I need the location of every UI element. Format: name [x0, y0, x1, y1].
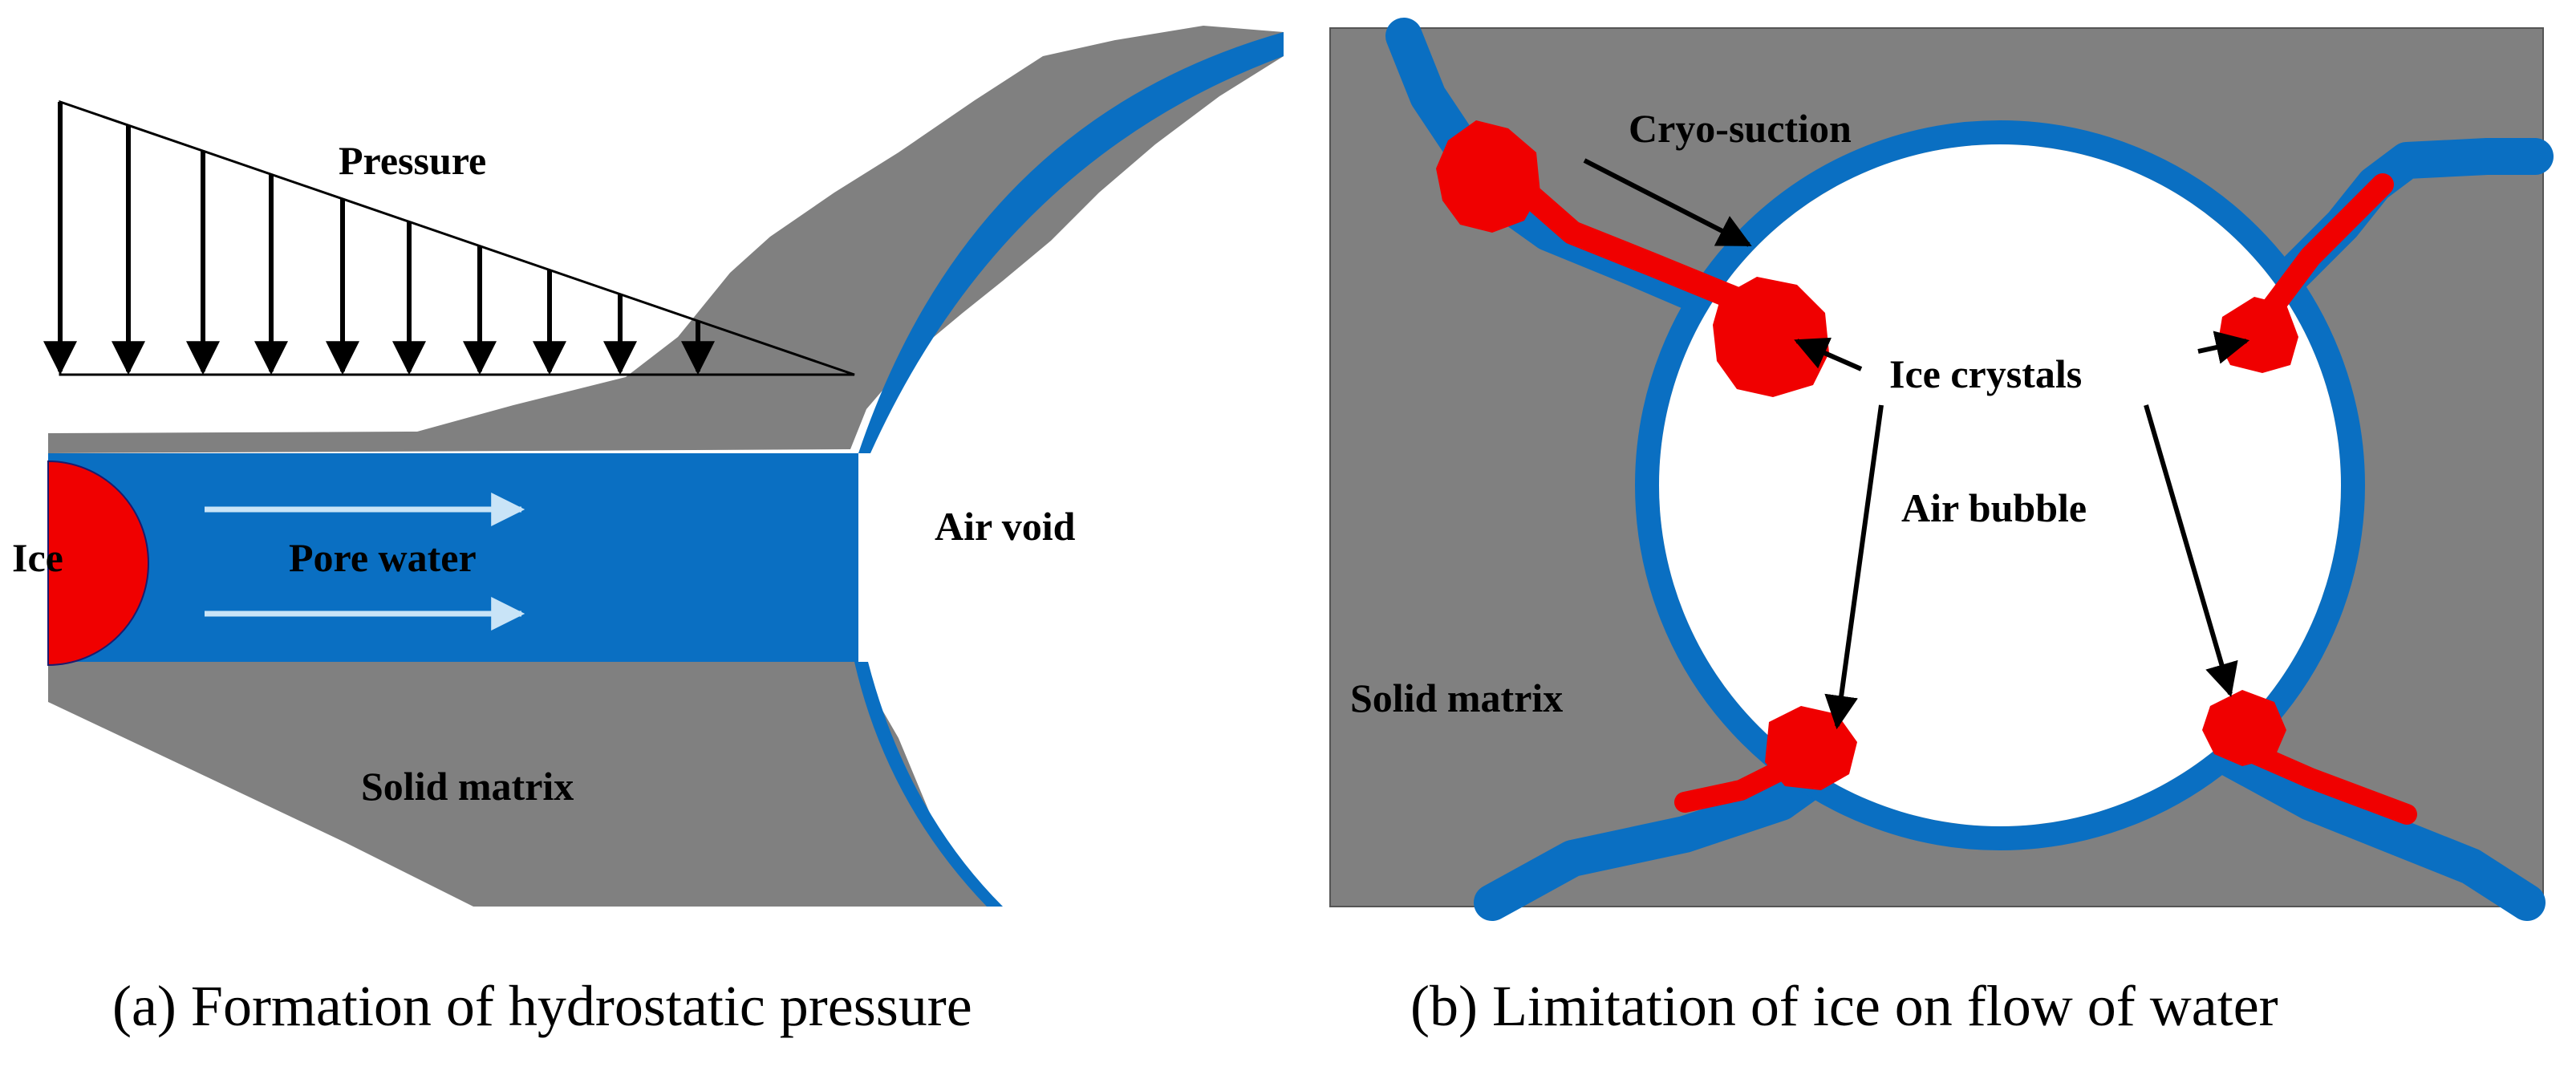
label-pressure: Pressure [339, 138, 486, 183]
upper-solid-matrix [48, 26, 1284, 453]
ice-crystals [1436, 120, 2417, 825]
label-ice-crystals: Ice crystals [1889, 351, 2082, 396]
channel-bottom-right [2204, 736, 2546, 921]
air-void-water-film-lower [854, 662, 1003, 907]
caption-b: (b) Limitation of ice on flow of water [1410, 974, 2278, 1038]
air-bubble [1659, 144, 2341, 826]
label-ice: Ice [12, 535, 63, 580]
cryo-suction-arrow [1583, 158, 1752, 247]
panel-a [43, 26, 1284, 907]
pressure-distribution [43, 99, 855, 376]
pore-water-channel [48, 453, 858, 662]
ice-streak-top-right [2251, 173, 2394, 332]
ice-streak-top-left [1496, 164, 1753, 313]
ice-streak-bottom-right [2236, 740, 2417, 825]
label-pore-water: Pore water [289, 535, 477, 580]
lower-solid-matrix [48, 662, 995, 907]
label-air-void: Air void [935, 504, 1076, 549]
arrow-to-bottom-right-crystal [2144, 404, 2238, 698]
air-bubble-water-ring [1635, 120, 2365, 850]
arrow-to-bottom-left-crystal [1824, 404, 1884, 730]
arrow-to-top-right-crystal [2197, 331, 2250, 364]
ice-crystal-top-left-outer [1436, 120, 1540, 233]
label-solid-matrix-b: Solid matrix [1350, 675, 1563, 720]
panel-b [1329, 18, 2554, 921]
arrow-to-top-left-crystal [1794, 337, 1863, 371]
panel-b-arrows [1583, 158, 2250, 730]
caption-a: (a) Formation of hydrostatic pressure [112, 974, 972, 1038]
label-solid-matrix-a: Solid matrix [361, 764, 574, 809]
ice-plug [47, 460, 149, 667]
label-air-bubble: Air bubble [1901, 485, 2087, 530]
label-cryo-suction: Cryo-suction [1629, 106, 1852, 151]
ice-crystal-bottom-right [2202, 690, 2286, 766]
